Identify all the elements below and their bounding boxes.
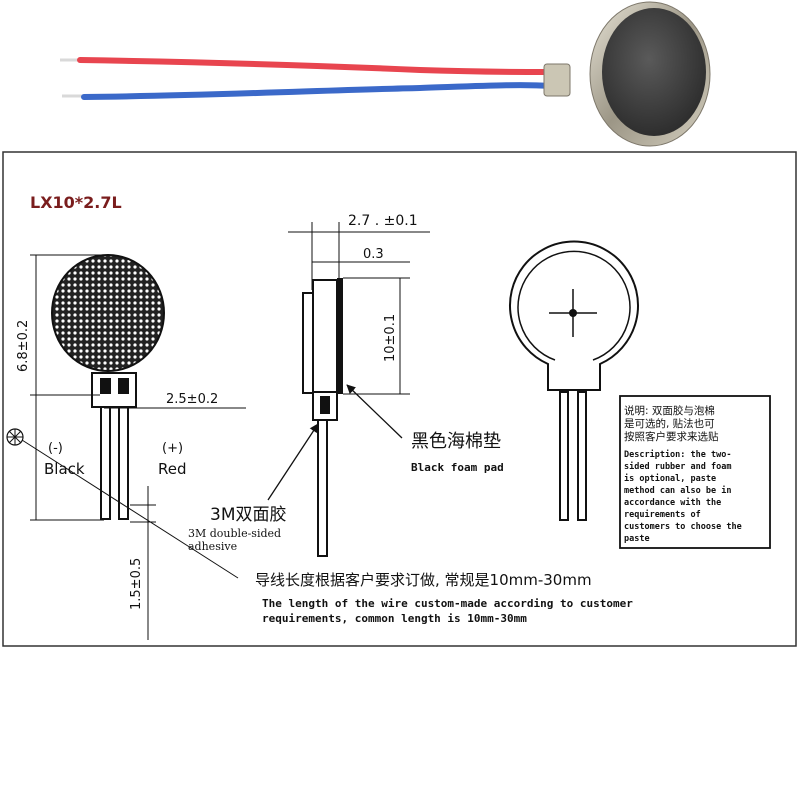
- back-center-dot: [569, 309, 577, 317]
- desc-en-1: Description: the two-: [624, 449, 731, 460]
- lead-positive: [118, 406, 129, 520]
- desc-cn-2: 是可选的, 贴法也可: [624, 417, 715, 430]
- desc-en-4: method can also be in: [624, 485, 731, 496]
- solder-tab: [543, 63, 571, 97]
- wire-note-en-1: The length of the wire custom-made accor…: [262, 597, 633, 610]
- wire-length-leader: [21, 439, 239, 579]
- side-body: [312, 279, 338, 393]
- wire-note-en-2: requirements, common length is 10mm-30mm: [262, 612, 527, 625]
- desc-en-3: is optional, paste: [624, 473, 716, 484]
- foam-label-cn: 黑色海棉垫: [411, 431, 501, 452]
- back-lead-right: [577, 391, 587, 521]
- back-view: [509, 240, 639, 521]
- side-pad-solder: [320, 396, 330, 414]
- desc-cn-1: 说明: 双面胶与泡棉: [624, 404, 715, 417]
- desc-en-2: sided rubber and foam: [624, 461, 731, 472]
- lead-negative: [100, 406, 111, 520]
- desc-en-6: requirements of: [624, 509, 701, 520]
- neg-symbol: (-): [48, 441, 63, 456]
- dim-pad-spacing-label: 2.5±0.2: [166, 392, 218, 407]
- front-view: 6.8±0.2 2.5±0.2 (-) Black (+) Red 1.5±0.…: [6, 254, 246, 640]
- front-view-mesh-disc: [51, 254, 165, 372]
- foam-label-en: Black foam pad: [411, 461, 504, 474]
- side-body-plate: [302, 292, 314, 394]
- terminal-pad-right: [118, 378, 129, 394]
- side-lead: [317, 419, 328, 557]
- side-foam-pad: [337, 278, 343, 394]
- back-lead-left: [559, 391, 569, 521]
- description-box: 说明: 双面胶与泡棉 是可选的, 贴法也可 按照客户要求来选贴 Descript…: [619, 395, 771, 549]
- pos-symbol: (+): [162, 441, 183, 456]
- foam-leader: [346, 384, 403, 439]
- dim-diameter-label: 10±0.1: [383, 314, 398, 362]
- blue-wire: [81, 82, 553, 100]
- adhesive-label-en-1: 3M double-sided: [188, 527, 281, 540]
- terminal-pad-left: [100, 378, 111, 394]
- dim-lead-label: 1.5±0.5: [129, 558, 144, 610]
- terminal-pads: [91, 372, 137, 408]
- back-inner-outline: [517, 250, 631, 361]
- crosshair-symbol: [6, 428, 24, 446]
- wire-note-cn: 导线长度根据客户要求订做, 常规是10mm-30mm: [255, 571, 592, 589]
- adhesive-label-en-2: adhesive: [188, 540, 237, 553]
- red-wire: [77, 57, 551, 75]
- dim-thickness-label: 2.7 . ±0.1: [348, 213, 418, 229]
- neg-label: Black: [44, 460, 85, 478]
- desc-en-5: accordance with the: [624, 497, 721, 508]
- motor-photo: [60, 1, 711, 147]
- motor-face: [602, 8, 706, 136]
- desc-en-7: customers to choose the: [624, 522, 742, 532]
- desc-cn-3: 按照客户要求来选贴: [624, 430, 719, 443]
- desc-en-8: paste: [624, 534, 650, 544]
- adhesive-label-cn: 3M双面胶: [210, 505, 286, 525]
- side-view: 2.7 . ±0.1 0.3 10±0.1 黑色海棉垫 Black foam p…: [188, 213, 504, 557]
- model-title: LX10*2.7L: [30, 193, 122, 212]
- pos-label: Red: [158, 460, 187, 478]
- dim-adhesive-label: 0.3: [363, 247, 384, 262]
- dim-height-label: 6.8±0.2: [16, 320, 31, 372]
- adhesive-leader: [267, 423, 319, 501]
